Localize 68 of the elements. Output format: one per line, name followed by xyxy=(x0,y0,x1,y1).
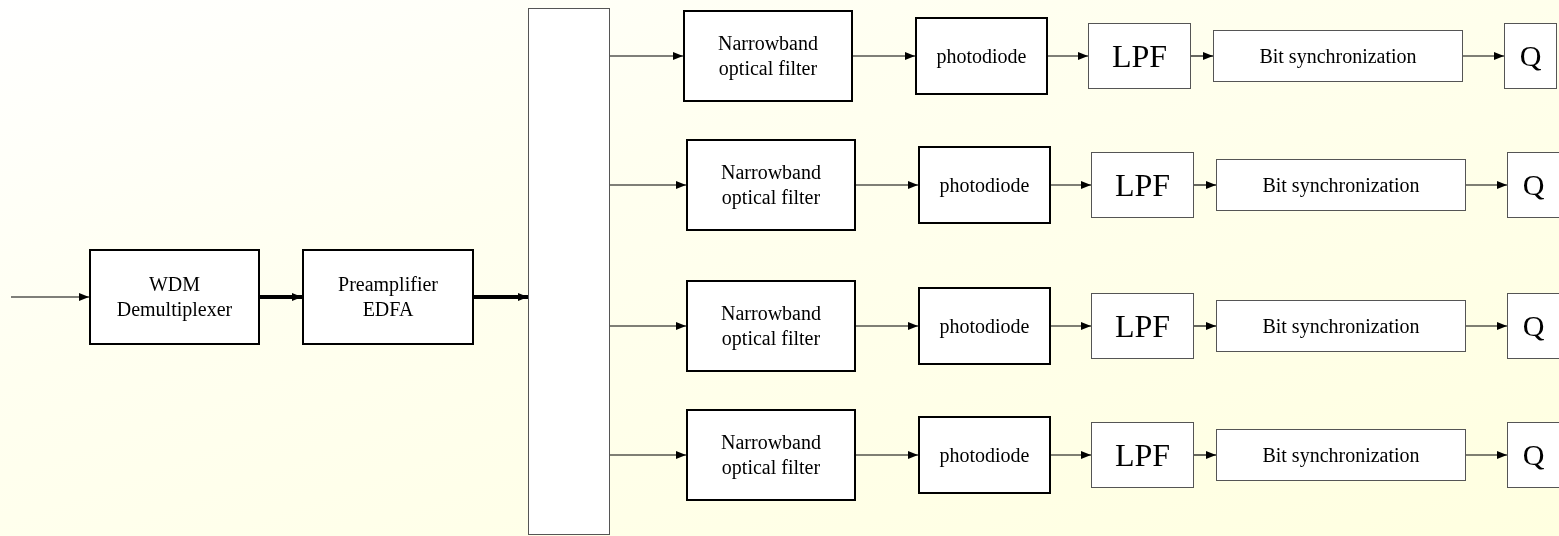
process-box xyxy=(1504,23,1557,89)
splitter-box xyxy=(528,8,610,535)
box-label: Narrowband optical filter xyxy=(717,31,819,81)
process-box xyxy=(686,280,856,372)
box-label: Bit synchronization xyxy=(1262,313,1420,339)
process-box xyxy=(1216,429,1466,481)
box-label: Q xyxy=(1522,167,1545,204)
arrow xyxy=(1465,451,1508,459)
process-box xyxy=(1507,152,1559,218)
process-box xyxy=(302,249,474,345)
arrow xyxy=(855,451,919,459)
arrow xyxy=(474,293,528,301)
process-box xyxy=(915,17,1048,95)
process-box xyxy=(1213,30,1463,82)
process-box xyxy=(918,146,1051,224)
arrow xyxy=(855,181,919,189)
box-label: LPF xyxy=(1111,37,1168,76)
box-label: Bit synchronization xyxy=(1262,442,1420,468)
arrow xyxy=(609,451,687,459)
process-box xyxy=(1091,293,1194,359)
process-box xyxy=(686,409,856,501)
box-label: LPF xyxy=(1114,307,1171,346)
arrow xyxy=(1465,322,1508,330)
box-label: Narrowband optical filter xyxy=(720,160,822,210)
arrow xyxy=(609,181,687,189)
arrow xyxy=(1462,52,1505,60)
arrow xyxy=(1050,451,1092,459)
box-label: LPF xyxy=(1114,436,1171,475)
process-box xyxy=(686,139,856,231)
box-label: photodiode xyxy=(939,313,1030,339)
box-label: Preamplifier EDFA xyxy=(337,272,439,322)
arrow xyxy=(1050,181,1092,189)
box-label: photodiode xyxy=(939,172,1030,198)
box-label: LPF xyxy=(1114,166,1171,205)
arrow xyxy=(1465,181,1508,189)
box-label: Bit synchronization xyxy=(1262,172,1420,198)
arrow xyxy=(1193,451,1217,459)
box-label: Bit synchronization xyxy=(1259,43,1417,69)
arrow xyxy=(10,293,90,301)
process-box xyxy=(1088,23,1191,89)
process-box xyxy=(1091,422,1194,488)
arrow xyxy=(1193,181,1217,189)
arrow xyxy=(852,52,916,60)
process-box xyxy=(918,287,1051,365)
process-box xyxy=(89,249,260,345)
box-label: photodiode xyxy=(936,43,1027,69)
process-box xyxy=(1216,300,1466,352)
process-box xyxy=(1091,152,1194,218)
box-label: Q xyxy=(1522,437,1545,474)
box-label: photodiode xyxy=(939,442,1030,468)
process-box xyxy=(1507,422,1559,488)
process-box xyxy=(1216,159,1466,211)
process-box xyxy=(918,416,1051,494)
process-box xyxy=(683,10,853,102)
arrow xyxy=(609,322,687,330)
arrow xyxy=(855,322,919,330)
process-box xyxy=(1507,293,1559,359)
box-label: Q xyxy=(1519,38,1542,75)
arrow xyxy=(609,52,684,60)
box-label: Narrowband optical filter xyxy=(720,301,822,351)
box-label: Narrowband optical filter xyxy=(720,430,822,480)
arrow xyxy=(260,293,302,301)
box-label: Q xyxy=(1522,308,1545,345)
arrow xyxy=(1050,322,1092,330)
arrow xyxy=(1193,322,1217,330)
arrow xyxy=(1047,52,1089,60)
arrow xyxy=(1190,52,1214,60)
box-label: WDM Demultiplexer xyxy=(115,272,234,322)
